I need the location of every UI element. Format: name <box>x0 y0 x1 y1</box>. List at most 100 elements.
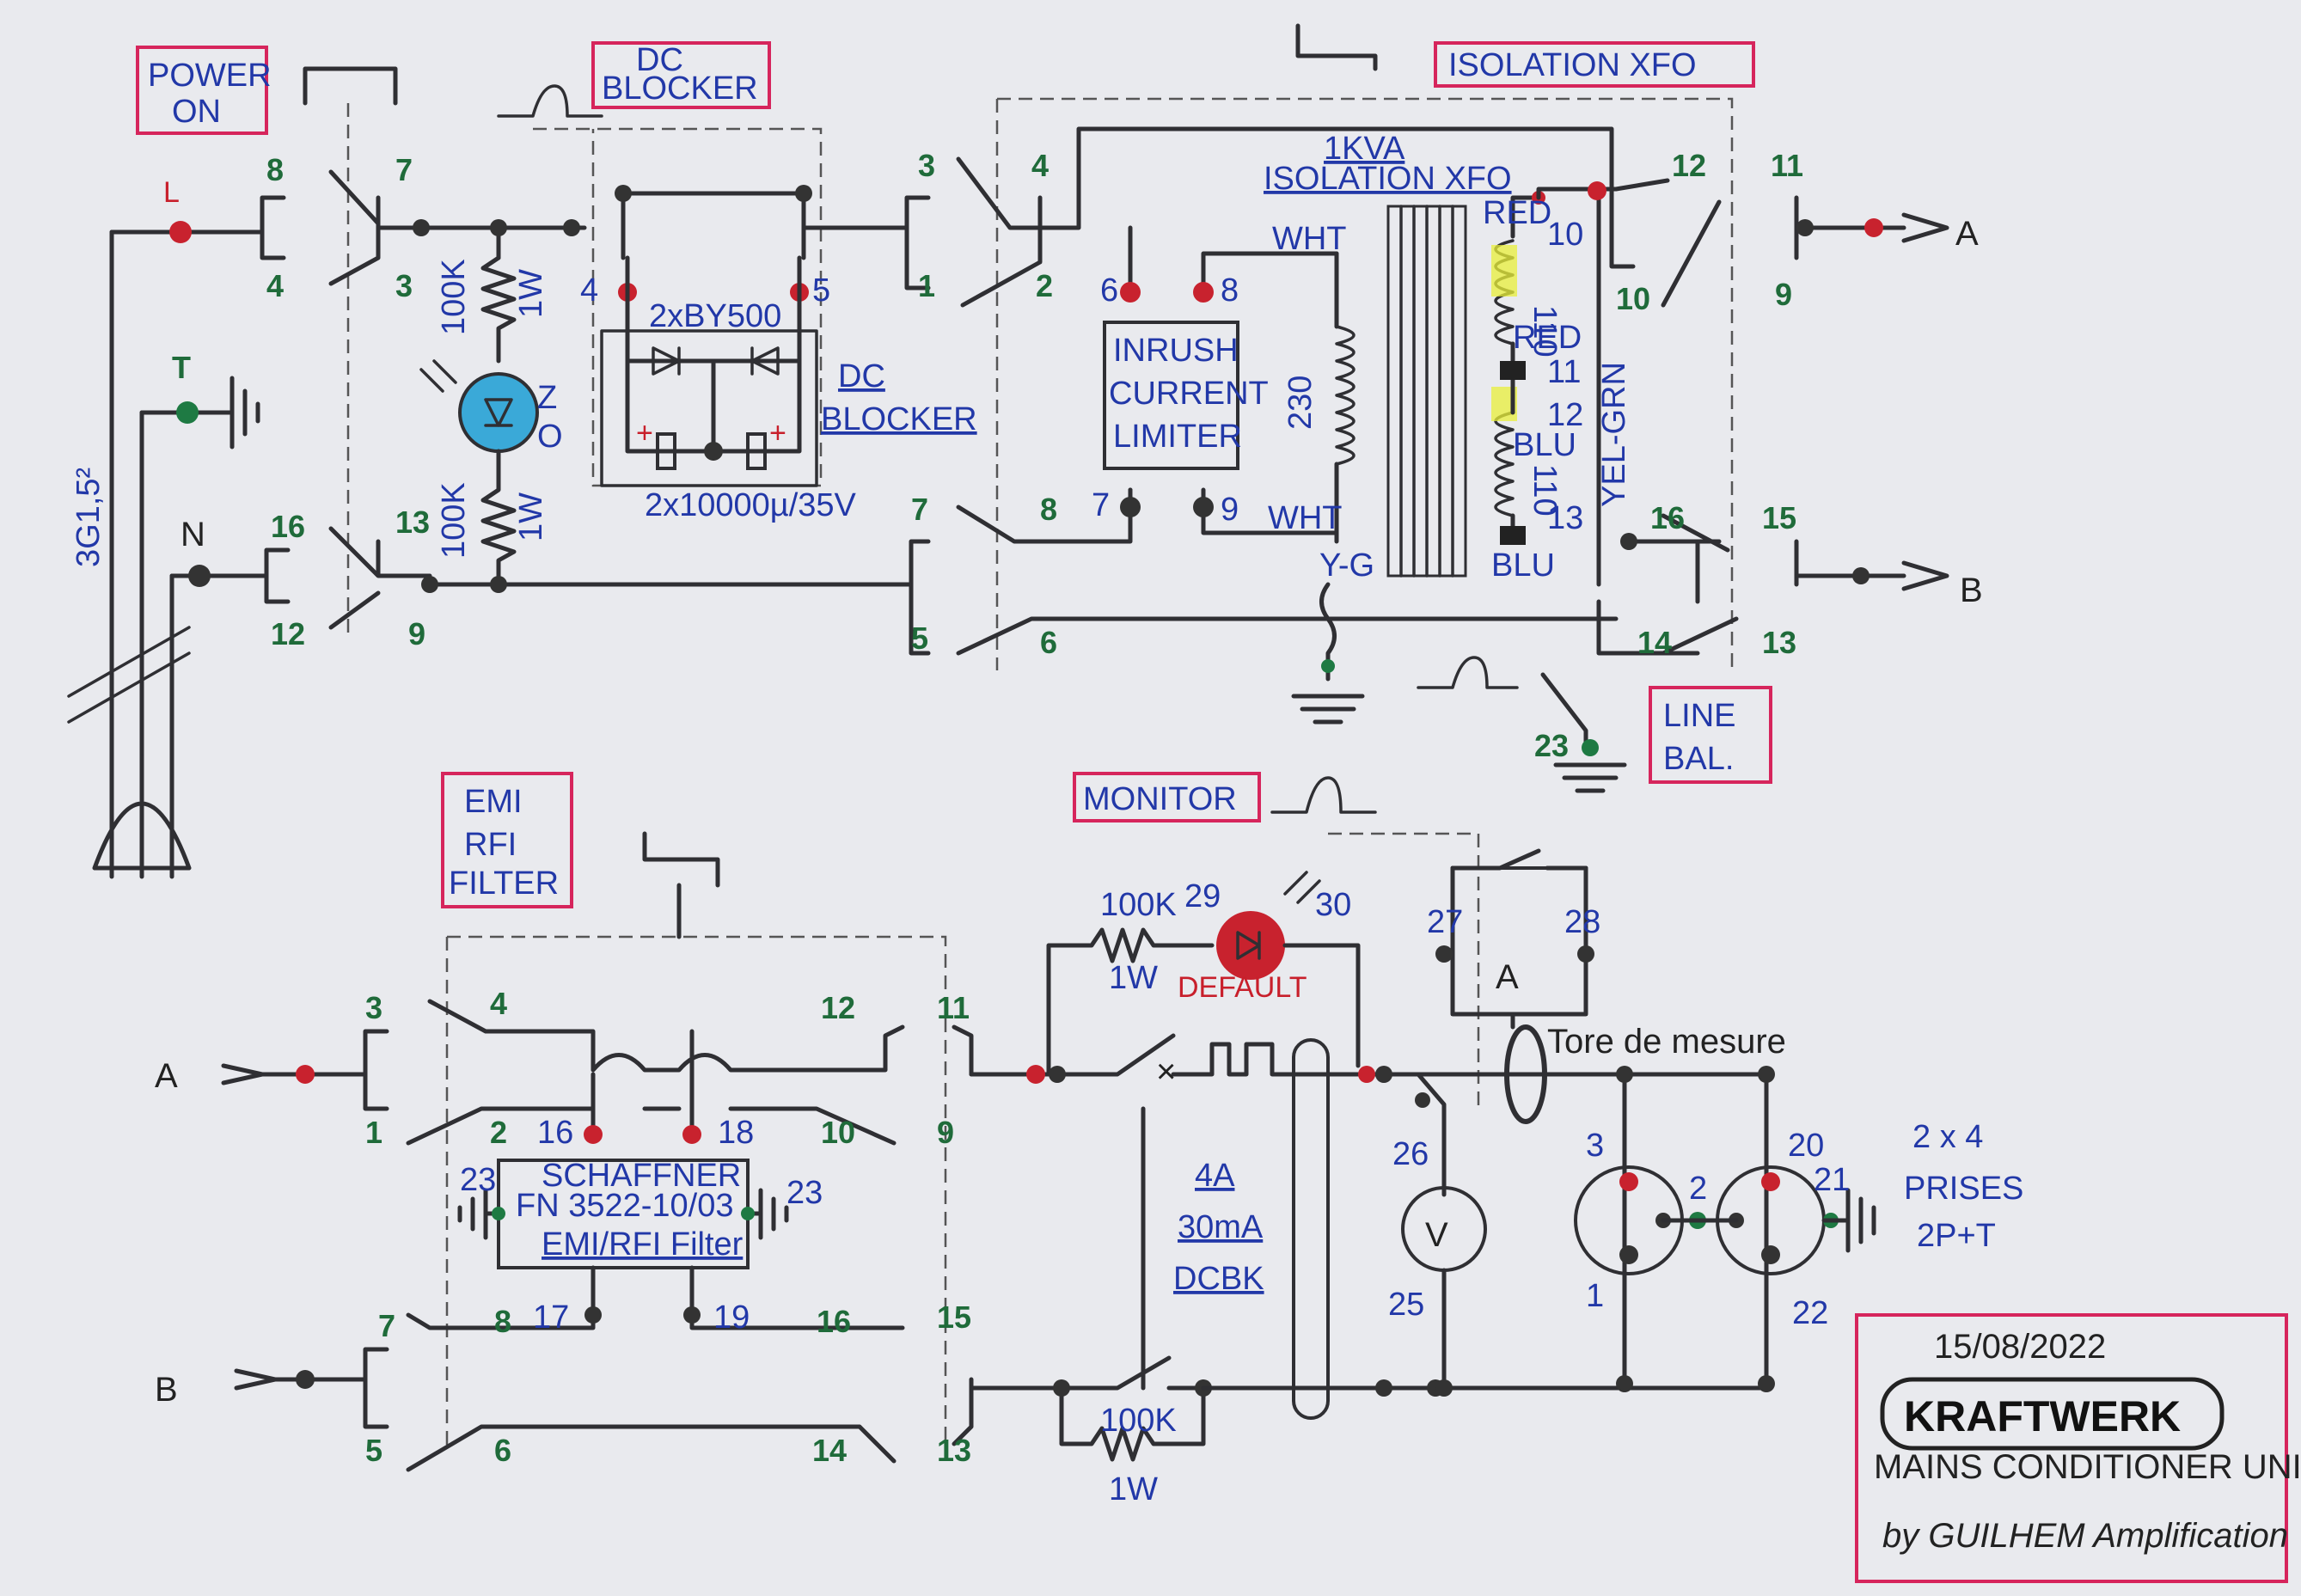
wht-bot: WHT <box>1268 500 1343 536</box>
xfo-title-2: ISOLATION XFO <box>1264 161 1512 197</box>
svg-text:20: 20 <box>1788 1128 1824 1164</box>
red-10: RED <box>1483 195 1551 231</box>
dc-blocker-top-box <box>591 41 771 109</box>
power-on-box <box>136 46 268 135</box>
dc-blocker-top-1: DC <box>636 42 683 78</box>
svg-text:25: 25 <box>1388 1287 1424 1323</box>
pin-12: 12 <box>271 616 305 651</box>
current-transformer <box>1504 1024 1547 1124</box>
svg-text:18: 18 <box>718 1115 754 1151</box>
svg-text:13: 13 <box>937 1433 971 1468</box>
isolation-xfo-switch: ISOLATION XFO 3 1 4 2 7 5 8 6 <box>801 23 1755 670</box>
isolation-xfo-label: ISOLATION XFO <box>1448 47 1697 83</box>
r-bot2-power: 1W <box>1109 1471 1158 1507</box>
svg-text:1: 1 <box>1586 1278 1604 1314</box>
emi-rfi-filter: EMI RFI FILTER A SCHAFFNER FN 3522-10/03… <box>155 772 1051 1472</box>
power-on-switch: POWER ON 8 4 7 3 16 12 13 9 <box>136 46 432 651</box>
mains-input: L T N 3G1,5² <box>67 176 269 879</box>
pin-3: 3 <box>395 268 413 303</box>
svg-text:23: 23 <box>786 1175 823 1211</box>
svg-text:17: 17 <box>533 1299 569 1336</box>
svg-text:11: 11 <box>1771 148 1803 183</box>
r-mon-value: 100K <box>1100 887 1177 923</box>
monitor-section: MONITOR DEFAULT 100K 1W 29 30 × 4A 30mA … <box>1026 772 1765 1507</box>
title-date: 15/08/2022 <box>1934 1328 2106 1366</box>
schaffner-3: EMI/RFI Filter <box>542 1226 744 1263</box>
svg-text:3: 3 <box>365 990 382 1025</box>
inrush-box <box>1103 321 1239 470</box>
svg-text:12: 12 <box>1547 397 1583 433</box>
svg-text:15: 15 <box>937 1299 971 1335</box>
y-g: Y-G <box>1319 547 1374 584</box>
svg-text:4: 4 <box>490 986 507 1021</box>
svg-text:4: 4 <box>580 272 598 309</box>
svg-text:10: 10 <box>1547 217 1583 253</box>
svg-text:3: 3 <box>1586 1128 1604 1164</box>
line-bal-2: BAL. <box>1663 741 1734 777</box>
title-box <box>1855 1313 2288 1583</box>
pin-7: 7 <box>395 152 413 187</box>
title-block: 15/08/2022 KRAFTWERK MAINS CONDITIONER U… <box>1855 1313 2301 1583</box>
svg-text:3: 3 <box>918 148 935 183</box>
svg-text:28: 28 <box>1564 904 1600 940</box>
svg-text:14: 14 <box>1637 625 1672 660</box>
svg-text:14: 14 <box>812 1433 847 1468</box>
default-label: DEFAULT <box>1178 971 1307 1004</box>
diodes-label: 2xBY500 <box>649 298 781 334</box>
primary-label: 230 <box>1282 376 1319 430</box>
prises-1: 2 x 4 <box>1912 1119 1983 1155</box>
svg-text:10: 10 <box>1616 281 1650 316</box>
wht-top: WHT <box>1272 221 1347 257</box>
isolation-transformer: 1KVA ISOLATION XFO 230 110 110 WHT WHT R… <box>1264 131 1700 725</box>
title-subtitle: MAINS CONDITIONER UNIT <box>1874 1448 2301 1486</box>
svg-text:30: 30 <box>1315 887 1351 923</box>
svg-text:5: 5 <box>365 1433 382 1468</box>
r-top-value: 100K <box>436 259 472 335</box>
svg-text:7: 7 <box>1092 487 1110 523</box>
out-b: B <box>1960 572 1983 609</box>
power-on-label-1: POWER <box>148 58 272 94</box>
breaker-1: 4A <box>1195 1158 1235 1194</box>
title-brand: KRAFTWERK <box>1904 1392 2181 1440</box>
ammeter-label: A <box>1496 958 1519 996</box>
line-bal-1: LINE <box>1663 698 1735 734</box>
svg-text:11: 11 <box>937 990 970 1025</box>
svg-text:10: 10 <box>821 1115 855 1150</box>
sec2-label: 110 <box>1527 464 1563 517</box>
svg-text:12: 12 <box>821 990 855 1025</box>
in-b: B <box>155 1371 178 1409</box>
prises-2: PRISES <box>1904 1171 2023 1207</box>
svg-text:9: 9 <box>1775 277 1792 312</box>
meters: A 27 28 Tore de mesure V 26 25 <box>1358 848 1786 1397</box>
pin-9: 9 <box>408 616 425 651</box>
yel-grn: YEL-GRN <box>1596 362 1632 507</box>
monitor-box <box>1073 772 1261 822</box>
svg-text:16: 16 <box>537 1115 573 1151</box>
zo-o: O <box>537 419 563 455</box>
dc-blocker-inner <box>600 329 818 487</box>
svg-text:9: 9 <box>937 1115 954 1150</box>
terminal-l <box>169 221 192 243</box>
svg-text:2: 2 <box>1036 268 1053 303</box>
svg-text:1: 1 <box>365 1115 382 1150</box>
prises: 3 2 1 20 21 22 2 x 4 PRISES 2P+T <box>1574 1066 2023 1392</box>
svg-text:×: × <box>1156 1053 1176 1091</box>
inrush-2: CURRENT <box>1109 376 1269 412</box>
dc-blocker-side-2: BLOCKER <box>821 401 977 437</box>
svg-text:8: 8 <box>1221 272 1239 309</box>
svg-text:13: 13 <box>1547 500 1583 536</box>
prises-3: 2P+T <box>1917 1218 1996 1254</box>
pin-8: 8 <box>266 152 284 187</box>
svg-text:27: 27 <box>1427 904 1463 940</box>
dc-blocker: DC BLOCKER + + 2xBY500 2x10000µ/35V 4 5 … <box>497 41 977 523</box>
label-l: L <box>163 176 180 209</box>
svg-text:8: 8 <box>1040 492 1057 527</box>
light-arrows-icon <box>419 359 457 393</box>
svg-text:6: 6 <box>494 1433 511 1468</box>
svg-text:19: 19 <box>713 1299 750 1336</box>
svg-text:1: 1 <box>918 268 935 303</box>
red-11: RED <box>1513 320 1582 356</box>
in-a: A <box>155 1057 178 1095</box>
inrush-1: INRUSH <box>1113 333 1239 369</box>
